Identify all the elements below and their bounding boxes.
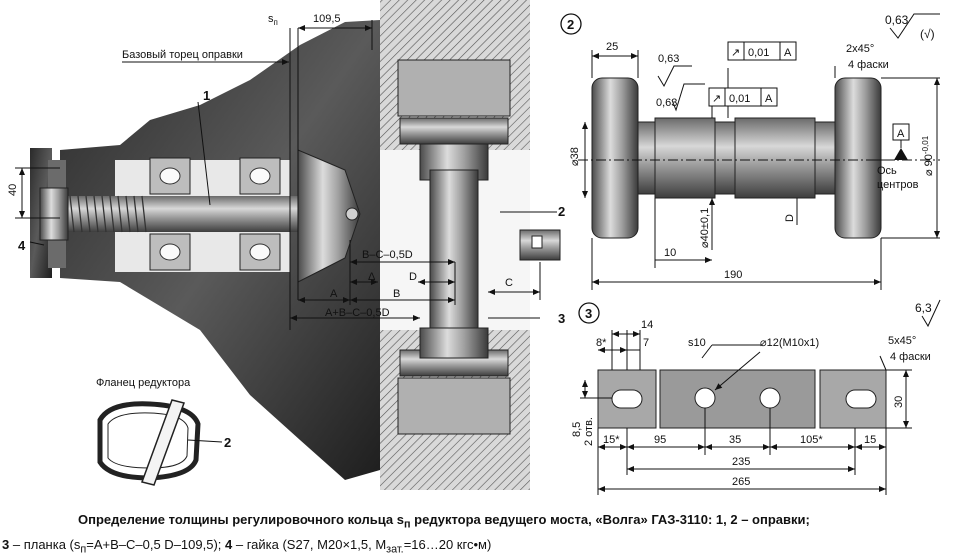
dim-40: 40 (7, 184, 19, 196)
dim-265: 265 (732, 476, 750, 488)
axis-label-1: Ось (877, 165, 897, 177)
dim-a: A (330, 288, 338, 300)
hole-1 (694, 387, 716, 409)
axis-label-2: центров (877, 179, 919, 191)
caption-line-1: Определение толщины регулировочного коль… (78, 512, 810, 531)
mandrel-view-number: 2 (567, 17, 574, 32)
flange-outline (97, 401, 201, 481)
svg-text:A: A (765, 93, 773, 105)
svg-text:0,01: 0,01 (748, 47, 769, 59)
assembly-view: sп 109,5 Базовый торец оправки 40 B–C–0,… (7, 0, 565, 490)
dim-d-mandrel: D (784, 214, 796, 222)
roughness-mark: (√) (920, 27, 935, 41)
left-disk (591, 77, 639, 239)
svg-text:↗: ↗ (712, 93, 721, 105)
bar-chamfer: 5x45° (888, 335, 916, 347)
caption-line-2: 3 – планка (sп=A+B–C–0,5 D–109,5); 4 – г… (2, 536, 492, 556)
flange-callout-2: 2 (224, 435, 231, 450)
hole-2 (759, 387, 781, 409)
rough-2: 0,63 (656, 97, 677, 109)
mandrel-view: 2 0,63 (√) (560, 13, 940, 290)
dim-10: 10 (664, 247, 676, 259)
svg-text:A: A (784, 47, 792, 59)
dim-bc05d: B–C–0,5D (362, 249, 413, 261)
bar-middle (659, 369, 816, 429)
right-disk (834, 77, 882, 239)
svg-text:A: A (897, 128, 905, 140)
hole-size: ⌀12(M10x1) (760, 337, 819, 349)
dim-7: 7 (643, 337, 649, 349)
runout-frame-2: ↗ 0,01 A (708, 87, 778, 107)
dim-25: 25 (606, 41, 618, 53)
flange-title: Фланец редуктора (96, 377, 191, 389)
dim-190: 190 (724, 269, 742, 281)
dia-38: ⌀38 (569, 147, 581, 166)
callout-2: 2 (558, 204, 565, 219)
dim-abc05d: A+B–C–0,5D (325, 307, 390, 319)
dim-35: 35 (729, 434, 741, 446)
dim-b: B (393, 288, 400, 300)
bar-chamfer-note: 4 фаски (890, 351, 931, 363)
label-base-face: Базовый торец оправки (122, 49, 243, 61)
bar-thickness: s10 (688, 337, 706, 349)
bar-right-end (819, 369, 887, 429)
callout-3: 3 (558, 311, 565, 326)
flange-mandrel (141, 399, 185, 486)
shaft-thread (69, 195, 147, 233)
dia-40: ⌀40±0,1 (699, 208, 711, 248)
dim-109-5: 109,5 (313, 13, 341, 25)
svg-text:↗: ↗ (731, 47, 740, 59)
dim-c: C (505, 277, 513, 289)
roughness-general: 0,63 (885, 13, 909, 27)
callout-4: 4 (18, 238, 26, 253)
nut (39, 187, 69, 241)
dim-235: 235 (732, 456, 750, 468)
chamfer: 2х45° (846, 43, 874, 55)
dim-30: 30 (893, 396, 905, 408)
dim-delta: Δ (368, 271, 376, 283)
dim-sn: sп (268, 13, 278, 27)
runout-frame-1: ↗ 0,01 A (727, 41, 797, 61)
rough-1: 0,63 (658, 53, 679, 65)
svg-text:0,01: 0,01 (729, 93, 750, 105)
dia-90: ⌀ 90-0,01 (921, 135, 935, 176)
bearings (149, 157, 281, 271)
dim-d: D (409, 271, 417, 283)
bar-roughness: 6,3 (915, 301, 932, 315)
dim-14: 14 (641, 319, 653, 331)
chamfer-note: 4 фаски (848, 59, 889, 71)
dim-15a: 15* (603, 434, 620, 446)
dim-15b: 15 (864, 434, 876, 446)
pinion-shaft (45, 196, 300, 232)
figure-caption: Определение толщины регулировочного коль… (0, 510, 960, 559)
datum-a: A (892, 123, 910, 160)
dim-95: 95 (654, 434, 666, 446)
dim-8: 8* (596, 337, 607, 349)
dim-105: 105* (800, 434, 823, 446)
callout-1: 1 (203, 88, 210, 103)
bar-view: 3 6,3 (571, 299, 941, 495)
bar-view-number: 3 (585, 306, 592, 321)
dim-8-5: 8,5 (571, 422, 583, 437)
holes-note: 2 отв. (583, 417, 595, 446)
technical-drawing: sп 109,5 Базовый торец оправки 40 B–C–0,… (7, 0, 941, 495)
